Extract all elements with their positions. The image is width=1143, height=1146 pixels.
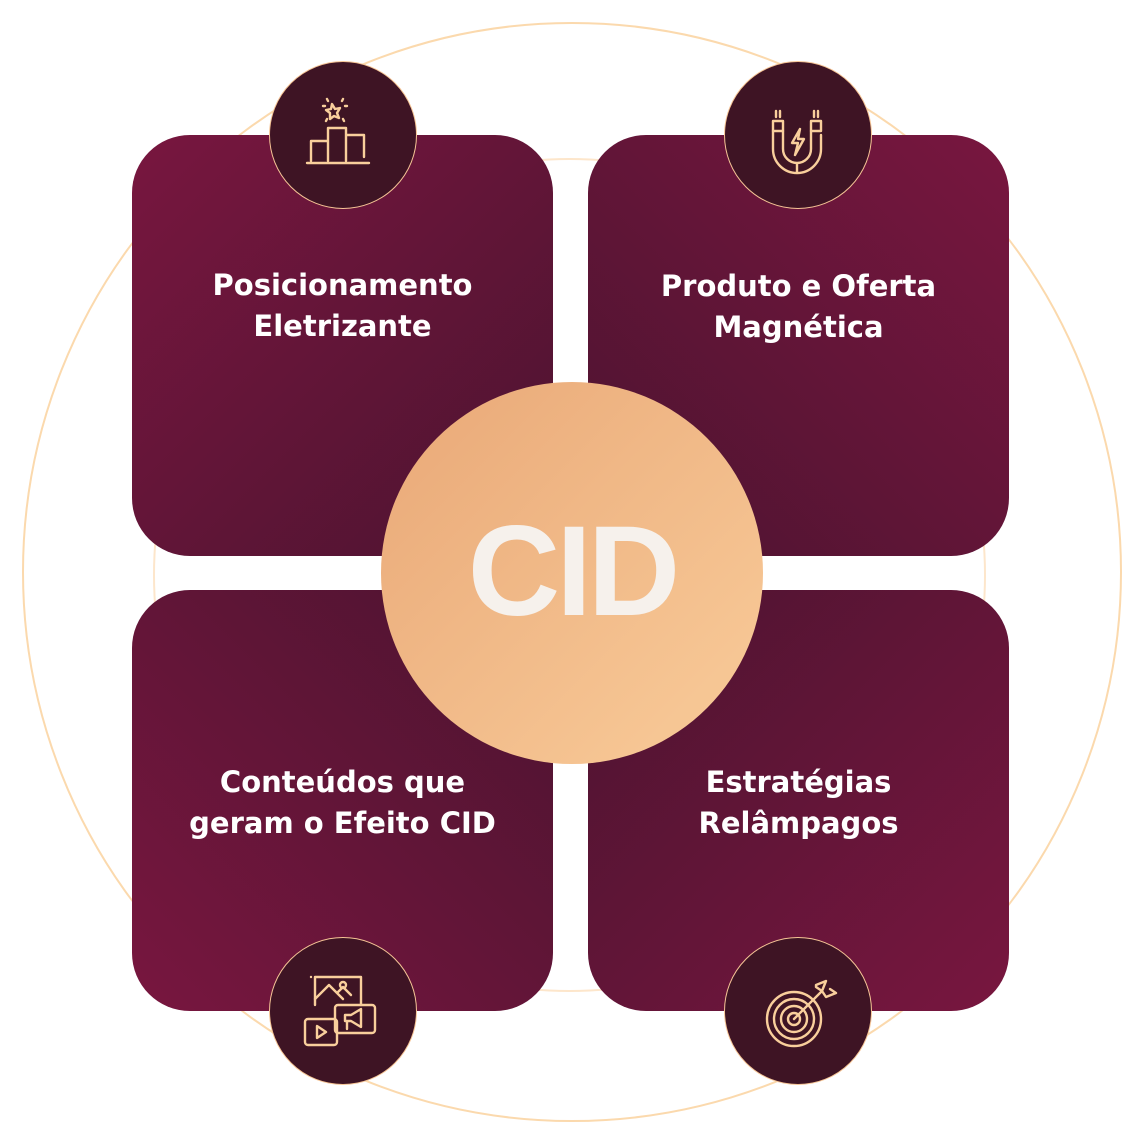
quadrant-label: Conteúdos que geram o Efeito CID [189,765,496,840]
quadrant-label: Produto e Oferta Magnética [660,268,937,344]
magnet-icon [724,61,872,209]
media-content-icon [269,937,417,1085]
inner-ring [153,158,986,992]
outer-ring [22,22,1122,1122]
quadrant-label: Estratégias Relâmpagos [698,765,899,840]
center-label: CID [467,499,680,643]
center-circle: CID [381,382,763,764]
quadrant-label: Posicionamento Eletrizante [212,267,473,343]
podium-star-icon [269,61,417,209]
target-icon [724,937,872,1085]
